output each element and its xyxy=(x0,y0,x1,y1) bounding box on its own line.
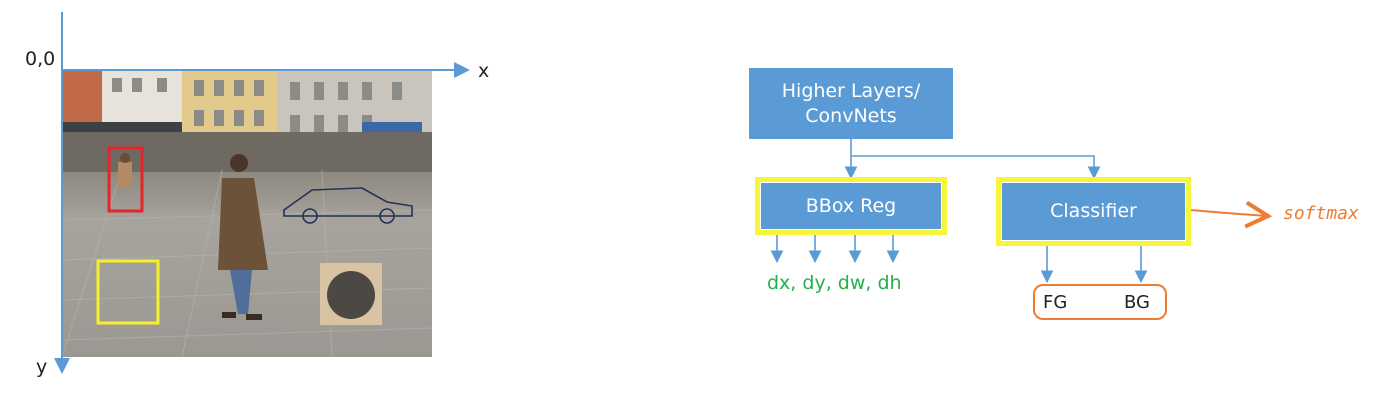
bg-label: BG xyxy=(1124,292,1150,313)
red-bounding-box xyxy=(107,146,144,213)
y-axis-label: y xyxy=(36,356,48,378)
x-axis-label: x xyxy=(478,60,490,82)
classifier-text: Classifier xyxy=(1050,200,1137,222)
higher-layers-text: Higher Layers/ ConvNets xyxy=(781,79,921,127)
fg-label: FG xyxy=(1043,292,1068,313)
yellow-bounding-box xyxy=(96,259,160,325)
street-scene-illustration xyxy=(62,70,432,357)
fg-bg-bracket xyxy=(1033,284,1167,320)
origin-label: 0,0 xyxy=(25,48,56,70)
regression-outputs-text: dx, dy, dw, dh xyxy=(767,272,902,294)
street-scene-photo xyxy=(62,70,432,357)
bbox-reg-text: BBox Reg xyxy=(805,194,897,217)
classifier-box: Classifier xyxy=(996,177,1191,246)
softmax-note: softmax xyxy=(1283,203,1359,224)
bbox-reg-box: BBox Reg xyxy=(755,177,947,235)
softmax-arrow xyxy=(1189,210,1268,216)
higher-layers-box: Higher Layers/ ConvNets xyxy=(749,68,953,139)
